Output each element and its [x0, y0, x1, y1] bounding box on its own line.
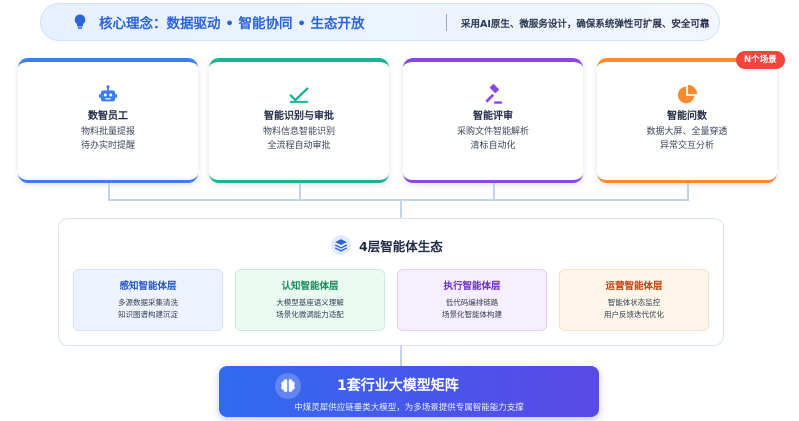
core-concept-banner: 核心理念：数据驱动 • 智能协同 • 生态开放 采用AI原生、微服务设计，确保系…: [40, 3, 720, 41]
connector-line: [400, 346, 402, 366]
connector-line: [108, 199, 689, 201]
layer-line: 用户反馈迭代优化: [604, 310, 664, 319]
agent-ecosystem-panel: 4层智能体生态 感知智能体层 多源数据采集清洗 知识图谱构建沉淀 认知智能体层 …: [58, 218, 724, 346]
scenario-card-smart-review[interactable]: 智能评审 采购文件智能解析 清标自动化: [403, 58, 583, 183]
layer-line: 低代码编排链路: [445, 298, 499, 307]
layer-title: 认知智能体层: [281, 281, 339, 292]
layer-line: 大模型基座语义理解: [276, 298, 344, 307]
layer-title: 运营智能体层: [605, 281, 663, 292]
layer-title: 感知智能体层: [119, 281, 177, 292]
layers-icon: [331, 235, 351, 255]
lightbulb-icon: [74, 14, 86, 29]
layer-line: 多源数据采集清洗: [118, 298, 178, 307]
ecosystem-title: 4层智能体生态: [359, 238, 443, 254]
card-title: 智能评审: [473, 111, 513, 122]
connector-line: [687, 183, 689, 200]
layer-line: 场景化智能体构建: [442, 310, 502, 319]
model-matrix-banner[interactable]: 1套行业大模型矩阵 中煤灵犀供应链垂类大模型，为多场景提供专属智能能力支撑: [219, 366, 599, 417]
card-line: 物料信息智能识别: [262, 127, 335, 137]
banner-divider: [446, 14, 447, 31]
layer-execution[interactable]: 执行智能体层 低代码编排链路 场景化智能体构建: [397, 269, 547, 331]
matrix-subtitle: 中煤灵犀供应链垂类大模型，为多场景提供专属智能能力支撑: [294, 403, 524, 413]
scenario-card-recognition-approval[interactable]: 智能识别与审批 物料信息智能识别 全流程自动审批: [209, 58, 389, 183]
card-title: 智能识别与审批: [264, 111, 334, 122]
ecosystem-header: 4层智能体生态: [331, 235, 443, 255]
card-line: 清标自动化: [470, 141, 516, 151]
connector-line: [493, 183, 495, 200]
connector-line: [400, 200, 402, 218]
scenario-card-digital-employee[interactable]: 数智员工 物料批量提报 待办实时提醒: [18, 58, 198, 183]
robot-icon: [98, 85, 118, 102]
layer-perception[interactable]: 感知智能体层 多源数据采集清洗 知识图谱构建沉淀: [73, 269, 223, 331]
layer-title: 执行智能体层: [443, 281, 501, 292]
scenario-card-smart-query[interactable]: 智能问数 数据大屏、全量穿透 异常交互分析: [597, 58, 777, 183]
card-line: 物料批量提报: [80, 127, 135, 137]
card-line: 数据大屏、全量穿透: [646, 127, 728, 137]
card-line: 异常交互分析: [659, 141, 714, 151]
brain-icon: [275, 373, 301, 399]
connector-line: [299, 183, 301, 200]
layer-cognition[interactable]: 认知智能体层 大模型基座语义理解 场景化微调能力适配: [235, 269, 385, 331]
layer-line: 知识图谱构建沉淀: [118, 310, 178, 319]
matrix-title: 1套行业大模型矩阵: [337, 378, 459, 394]
card-line: 全流程自动审批: [267, 141, 331, 151]
architecture-description: 采用AI原生、微服务设计，确保系统弹性可扩展、安全可靠: [461, 19, 710, 30]
scenario-count-badge: N个场景: [736, 51, 785, 69]
layer-operations[interactable]: 运营智能体层 智能体状态监控 用户反馈迭代优化: [559, 269, 709, 331]
core-concept-text: 核心理念：数据驱动 • 智能协同 • 生态开放: [99, 16, 365, 32]
connector-line: [108, 183, 110, 200]
card-title: 数智员工: [88, 111, 128, 122]
card-title: 智能问数: [667, 111, 707, 122]
layer-line: 场景化微调能力适配: [276, 310, 344, 319]
check-icon: [289, 87, 309, 103]
card-line: 采购文件智能解析: [456, 127, 529, 137]
card-line: 待办实时提醒: [80, 141, 135, 151]
layer-line: 智能体状态监控: [607, 298, 661, 307]
pie-chart-icon: [677, 84, 698, 104]
gavel-icon: [485, 84, 503, 104]
